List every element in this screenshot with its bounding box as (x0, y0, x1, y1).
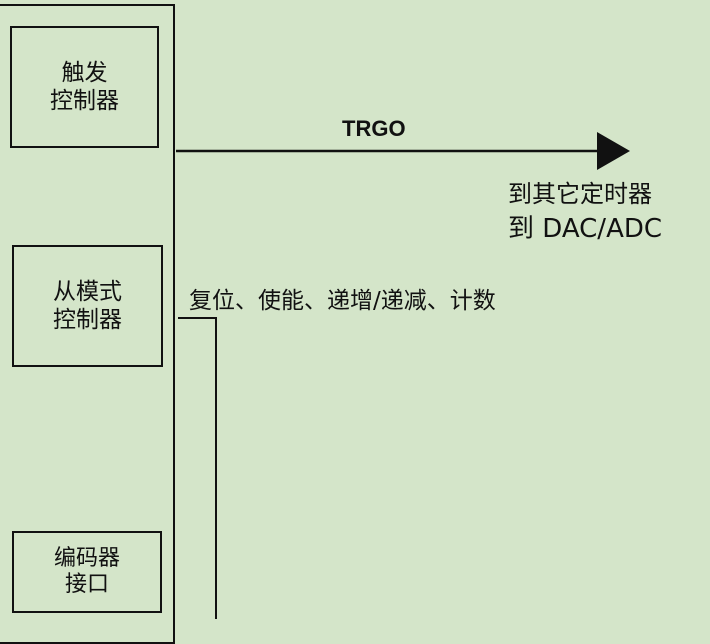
encoder-interface-block: 编码器 接口 (12, 531, 162, 613)
diagram-canvas: 触发 控制器 从模式 控制器 编码器 接口 TRGO 到其它定时器 到 DAC/… (0, 4, 663, 644)
slave-mode-actions-label: 复位、使能、递增/递减、计数 (189, 288, 496, 314)
slave-mode-control-line (178, 317, 217, 619)
trgo-label: TRGO (342, 116, 406, 141)
encoder-interface-label-line-2: 接口 (64, 572, 109, 597)
diagram-connectors (176, 132, 630, 619)
slave-mode-controller-block: 从模式 控制器 (12, 245, 163, 367)
trigger-controller-label-line-1: 触发 (61, 60, 108, 86)
slave-mode-controller-label-line-2: 控制器 (53, 307, 122, 333)
encoder-interface-label-line-1: 编码器 (53, 546, 120, 571)
trgo-arrowhead-icon (597, 132, 630, 170)
trgo-destination-dac-adc-label: 到 DAC/ADC (508, 214, 663, 244)
trgo-destination-timers-label: 到其它定时器 (508, 180, 652, 208)
slave-mode-controller-label-line-1: 从模式 (53, 279, 122, 305)
trigger-controller-label-line-2: 控制器 (50, 88, 119, 114)
trigger-controller-block: 触发 控制器 (10, 26, 159, 148)
